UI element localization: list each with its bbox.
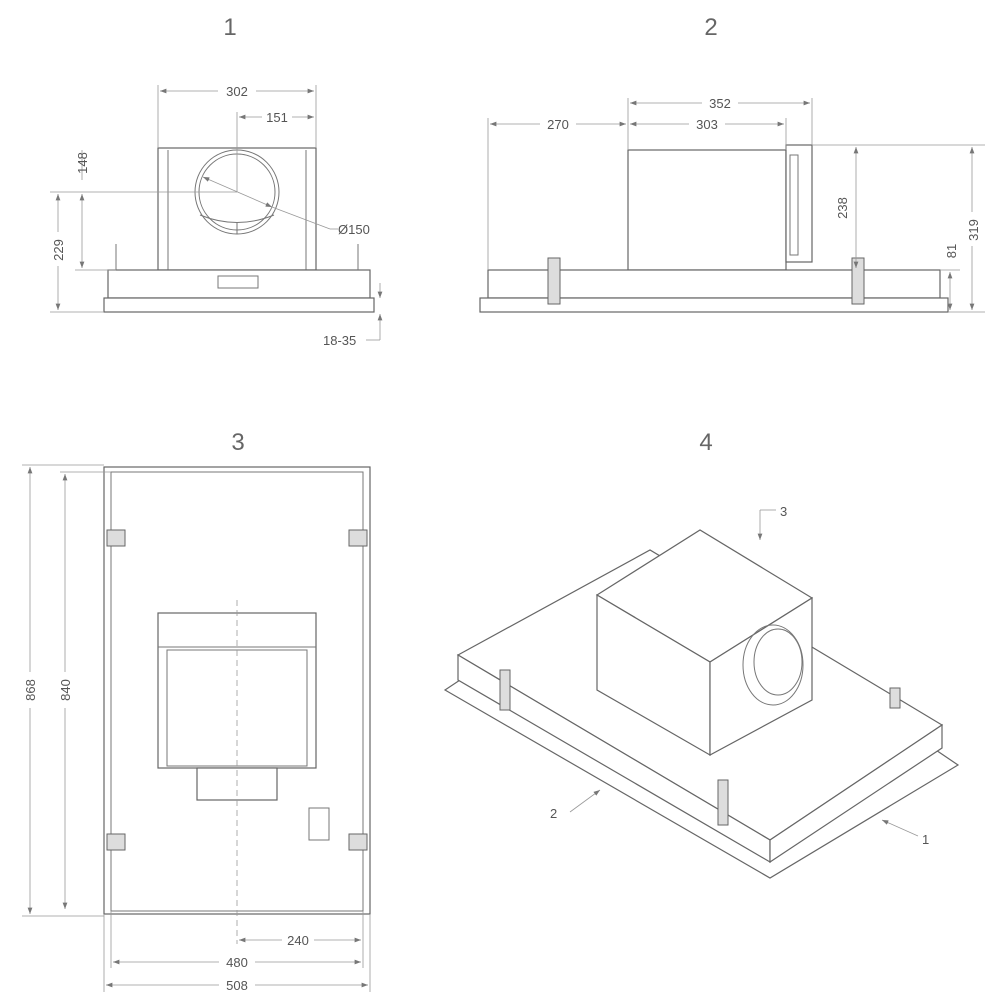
view-1-number: 1 (223, 14, 236, 41)
dim-319: 319 (966, 219, 981, 241)
dim-151: 151 (266, 110, 288, 125)
dim-480: 480 (226, 955, 248, 970)
callout-2: 2 (550, 806, 557, 821)
dim-229: 229 (51, 239, 66, 261)
dim-868: 868 (23, 679, 38, 701)
view-3-top: 3 868 840 240 480 508 (22, 429, 371, 993)
dim-352: 352 (709, 96, 731, 111)
dim-302: 302 (226, 84, 248, 99)
view-4-isometric: 4 3 2 1 (443, 429, 960, 879)
dim-270: 270 (547, 117, 569, 132)
callout-1: 1 (922, 832, 929, 847)
view-2-number: 2 (704, 14, 717, 41)
callout-3: 3 (780, 504, 787, 519)
view-2-side: 2 352 270 303 238 81 319 (479, 14, 985, 313)
dim-238: 238 (835, 197, 850, 219)
dim-303: 303 (696, 117, 718, 132)
dim-81: 81 (944, 244, 959, 258)
dim-840: 840 (58, 679, 73, 701)
dim-148: 148 (75, 152, 90, 174)
view-4-number: 4 (699, 429, 712, 456)
dim-diameter-150: Ø150 (338, 222, 370, 237)
view-3-number: 3 (231, 429, 244, 456)
dim-240: 240 (287, 933, 309, 948)
dim-508: 508 (226, 978, 248, 993)
dim-18-35: 18-35 (323, 333, 356, 348)
view-1-front: 1 302 151 148 229 Ø150 18-35 (50, 14, 383, 348)
